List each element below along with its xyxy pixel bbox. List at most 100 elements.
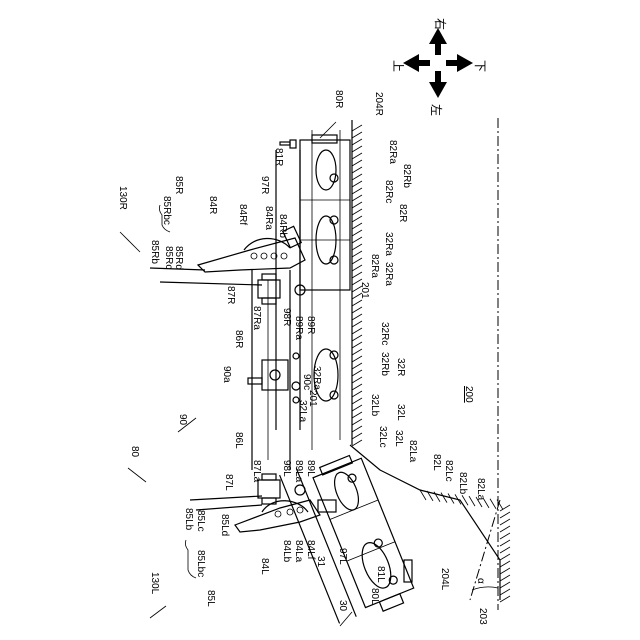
hatch-mark <box>352 174 362 180</box>
label-85R: 85R <box>173 176 184 194</box>
hatch-mark <box>352 363 362 369</box>
label-90a: 90a <box>221 366 232 383</box>
ground-hatch <box>350 120 510 602</box>
hatch-mark <box>352 188 362 194</box>
hatch-mark <box>469 496 475 506</box>
hatch-mark <box>352 356 362 362</box>
hatch-mark <box>500 519 510 525</box>
hatch-mark <box>352 153 362 159</box>
label-84Rb: 84Rb <box>277 214 288 238</box>
hatch-mark <box>352 342 362 348</box>
pad-97L <box>318 500 336 512</box>
label-98L: 98L <box>281 460 292 477</box>
reference-labels: 80R 204R 81R 82Ra 82Rb 82Rc 82R 97R 130R… <box>117 90 488 625</box>
hatch-mark <box>500 561 510 567</box>
label-32Rc: 32Rc <box>379 322 390 345</box>
dir-up-label: 上 <box>391 60 405 72</box>
hatch-mark <box>352 139 362 145</box>
hatch-mark <box>352 265 362 271</box>
label-82Lb: 82Lb <box>457 472 468 495</box>
hatch-mark <box>490 499 496 509</box>
hatch-mark <box>500 575 510 581</box>
hatch-mark <box>352 300 362 306</box>
hatch-mark <box>352 132 362 138</box>
hatch-mark <box>352 181 362 187</box>
hatch-mark <box>500 540 510 546</box>
arrow-left-icon <box>403 54 430 72</box>
label-32La: 32La <box>297 400 308 423</box>
hatch-mark <box>352 349 362 355</box>
arrow-up-icon <box>429 28 447 55</box>
hatch-mark <box>352 209 362 215</box>
angle-arc-alpha <box>472 587 498 590</box>
hatch-mark <box>352 405 362 411</box>
hatch-mark <box>352 398 362 404</box>
label-87Ra: 87Ra <box>251 306 262 330</box>
hatch-mark <box>352 384 362 390</box>
hatch-mark <box>352 328 362 334</box>
label-89L: 89L <box>305 460 316 477</box>
label-80L: 80L <box>369 588 380 605</box>
label-30: 30 <box>337 600 348 612</box>
label-84La: 84La <box>293 540 304 563</box>
hatch-mark <box>352 433 362 439</box>
hatch-mark <box>352 307 362 313</box>
label-84Lf: 84Lf <box>305 540 316 560</box>
label-203: 203 <box>477 608 488 625</box>
label-87L: 87L <box>223 474 234 491</box>
label-32Ra-mid: 32Ra <box>383 262 394 286</box>
label-87R: 87R <box>225 286 236 304</box>
hatch-mark <box>352 440 362 446</box>
label-85Rd: 85Rd <box>173 246 184 270</box>
hatch-mark <box>352 377 362 383</box>
label-201-top: 201 <box>359 282 370 299</box>
label-32Lb: 32Lb <box>369 394 380 417</box>
label-80: 80 <box>129 446 140 458</box>
hatch-mark <box>352 321 362 327</box>
hatch-mark <box>500 547 510 553</box>
label-89Ra: 89Ra <box>293 316 304 340</box>
label-86R: 86R <box>233 330 244 348</box>
label-alpha: α <box>475 578 486 584</box>
arrow-right-icon <box>446 54 473 72</box>
label-82Lc: 82Lc <box>443 460 454 482</box>
label-89R: 89R <box>305 316 316 334</box>
hatch-mark <box>352 370 362 376</box>
hatch-mark <box>500 526 510 532</box>
hatch-mark <box>352 419 362 425</box>
label-85Rb: 85Rb <box>149 240 160 264</box>
label-80R: 80R <box>333 90 344 108</box>
label-97L: 97L <box>337 548 348 565</box>
label-82Ra-top: 82Ra <box>387 140 398 164</box>
incline-line <box>470 500 500 600</box>
dir-left-label: 左 <box>429 104 444 116</box>
label-85Lc: 85Lc <box>195 510 206 532</box>
label-81R: 81R <box>273 148 284 166</box>
label-81L: 81L <box>375 566 386 583</box>
hatch-mark <box>352 160 362 166</box>
label-85Lbc: 85Lbc <box>195 550 206 577</box>
main-beam <box>248 270 300 470</box>
label-90c: 90c <box>301 374 312 390</box>
label-204L: 204L <box>439 568 450 591</box>
label-84Lb: 84Lb <box>281 540 292 563</box>
label-130R: 130R <box>117 186 128 210</box>
hatch-mark <box>500 589 510 595</box>
bracket-204L <box>404 560 412 582</box>
label-200: 200 <box>463 386 474 403</box>
hatch-mark <box>500 505 510 511</box>
hatch-mark <box>352 426 362 432</box>
label-82R-top: 82R <box>397 204 408 222</box>
hatch-mark <box>352 258 362 264</box>
label-32L-b: 32L <box>393 430 404 447</box>
hatch-mark <box>441 493 447 503</box>
hatch-mark <box>352 223 362 229</box>
hatch-mark <box>500 568 510 574</box>
label-85Rc: 85Rc <box>163 246 174 269</box>
label-85Ld: 85Ld <box>219 514 230 536</box>
hatch-mark <box>352 251 362 257</box>
hatch-mark <box>352 125 362 131</box>
label-32Rb: 32Rb <box>379 352 390 376</box>
label-98R: 98R <box>281 308 292 326</box>
